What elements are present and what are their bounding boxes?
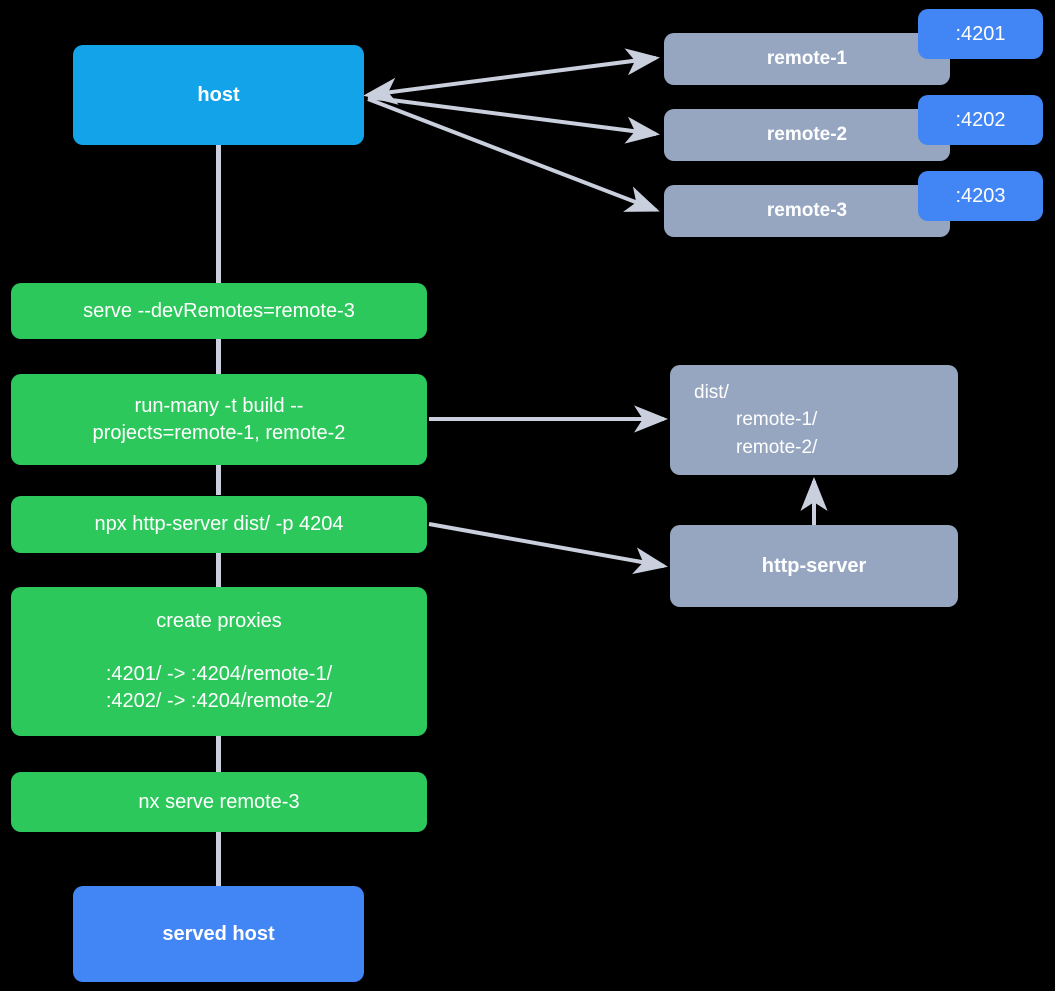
node-http-server-label: http-server: [761, 554, 867, 577]
node-command-create-proxies[interactable]: create proxies :4201/ -> :4204/remote-1/…: [11, 587, 427, 736]
command-run-many-line-1: run-many -t build --: [134, 394, 304, 417]
badge-remote-1-port-label: :4201: [955, 22, 1006, 45]
node-command-nx-serve-remote-3[interactable]: nx serve remote-3: [11, 772, 427, 832]
command-npx-http-server-label: npx http-server dist/ -p 4204: [94, 513, 344, 535]
node-host[interactable]: host: [73, 45, 364, 145]
node-served-host[interactable]: served host: [73, 886, 364, 982]
node-dist-folder[interactable]: dist/ remote-1/ remote-2/: [670, 365, 958, 475]
badge-remote-1-port: :4201: [918, 9, 1043, 59]
command-nx-serve-remote-3-label: nx serve remote-3: [138, 790, 300, 813]
command-create-proxies-mappings: :4201/ -> :4204/remote-1/ :4202/ -> :420…: [106, 661, 332, 715]
dist-child-remote-1: remote-1/: [736, 409, 818, 431]
proxy-mapping-2: :4202/ -> :4204/remote-2/: [105, 690, 333, 712]
badge-remote-2-port-label: :4202: [955, 108, 1006, 131]
dist-root-label: dist/: [694, 381, 729, 403]
node-remote-3[interactable]: remote-3: [664, 185, 950, 237]
badge-remote-3-port-label: :4203: [955, 184, 1006, 207]
node-served-host-label: served host: [162, 922, 275, 945]
node-command-npx-http-server[interactable]: npx http-server dist/ -p 4204: [11, 496, 427, 553]
node-host-label: host: [197, 83, 240, 106]
connector-npx-to-proxies: [216, 553, 221, 587]
dist-child-remote-2: remote-2/: [736, 436, 818, 458]
node-command-run-many[interactable]: run-many -t build -- projects=remote-1, …: [11, 374, 427, 465]
node-command-serve-devremotes[interactable]: serve --devRemotes=remote-3: [11, 283, 427, 339]
connector-proxies-to-nxserve: [216, 736, 221, 772]
node-remote-2[interactable]: remote-2: [664, 109, 950, 161]
edge-host-to-remote-2: [367, 95, 660, 144]
command-run-many-line-2: projects=remote-1, remote-2: [92, 421, 346, 444]
node-remote-2-label: remote-2: [766, 124, 848, 145]
node-remote-3-label: remote-3: [766, 200, 848, 221]
edge-host-to-remote-1: [363, 48, 660, 105]
connector-runmany-to-npx: [216, 464, 221, 495]
node-remote-1-label: remote-1: [766, 48, 848, 69]
edge-host-to-remote-3: [367, 97, 660, 212]
node-http-server[interactable]: http-server: [670, 525, 958, 607]
connector-nxserve-to-servedhost: [216, 832, 221, 886]
connector-host-to-serve: [216, 145, 221, 283]
command-serve-devremotes-label: serve --devRemotes=remote-3: [83, 299, 355, 322]
proxy-mapping-1: :4201/ -> :4204/remote-1/: [105, 663, 333, 685]
node-remote-1[interactable]: remote-1: [664, 33, 950, 85]
badge-remote-3-port: :4203: [918, 171, 1043, 221]
command-create-proxies-title: create proxies: [156, 610, 282, 632]
edge-npx-to-httpserver: [428, 522, 668, 575]
badge-remote-2-port: :4202: [918, 95, 1043, 145]
connector-serve-to-runmany: [216, 338, 221, 374]
